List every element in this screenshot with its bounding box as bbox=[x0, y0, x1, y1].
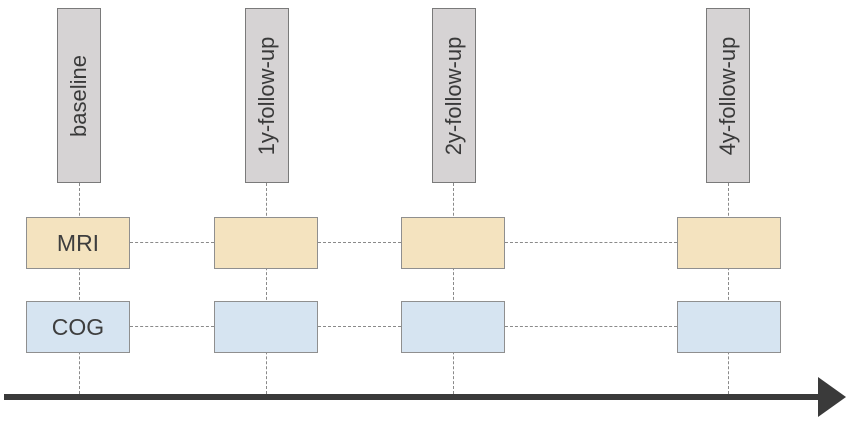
timepoint-guide-2y bbox=[453, 183, 454, 394]
cog-row-label: COG bbox=[51, 313, 105, 340]
timepoint-label-baseline: baseline bbox=[57, 8, 101, 183]
mri-row-label: MRI bbox=[56, 229, 100, 256]
mri-box-2y-follow-up bbox=[401, 217, 505, 269]
cog-connector bbox=[318, 326, 401, 327]
timepoint-guide-1y bbox=[266, 183, 267, 394]
mri-connector bbox=[505, 242, 677, 243]
timepoint-label-2y-follow-up: 2y-follow-up bbox=[432, 8, 476, 183]
timepoint-label-text: baseline bbox=[66, 54, 91, 137]
mri-box-baseline: MRI bbox=[26, 217, 130, 269]
timepoint-label-4y-follow-up: 4y-follow-up bbox=[706, 8, 750, 183]
timepoint-label-text: 2y-follow-up bbox=[441, 36, 466, 155]
cog-connector bbox=[505, 326, 677, 327]
cog-box-4y-follow-up bbox=[677, 301, 781, 353]
timepoint-label-text: 1y-follow-up bbox=[254, 36, 279, 155]
cog-box-1y-follow-up bbox=[214, 301, 318, 353]
timepoint-guide-4y bbox=[728, 183, 729, 394]
mri-connector bbox=[318, 242, 401, 243]
timepoint-guide-baseline bbox=[79, 183, 80, 394]
timepoint-label-text: 4y-follow-up bbox=[715, 36, 740, 155]
time-axis-line bbox=[4, 394, 824, 400]
cog-box-baseline: COG bbox=[26, 301, 130, 353]
cog-connector bbox=[130, 326, 214, 327]
mri-connector bbox=[130, 242, 214, 243]
cog-box-2y-follow-up bbox=[401, 301, 505, 353]
timepoint-label-1y-follow-up: 1y-follow-up bbox=[245, 8, 289, 183]
time-axis-arrowhead-icon bbox=[818, 377, 846, 417]
mri-box-4y-follow-up bbox=[677, 217, 781, 269]
mri-box-1y-follow-up bbox=[214, 217, 318, 269]
